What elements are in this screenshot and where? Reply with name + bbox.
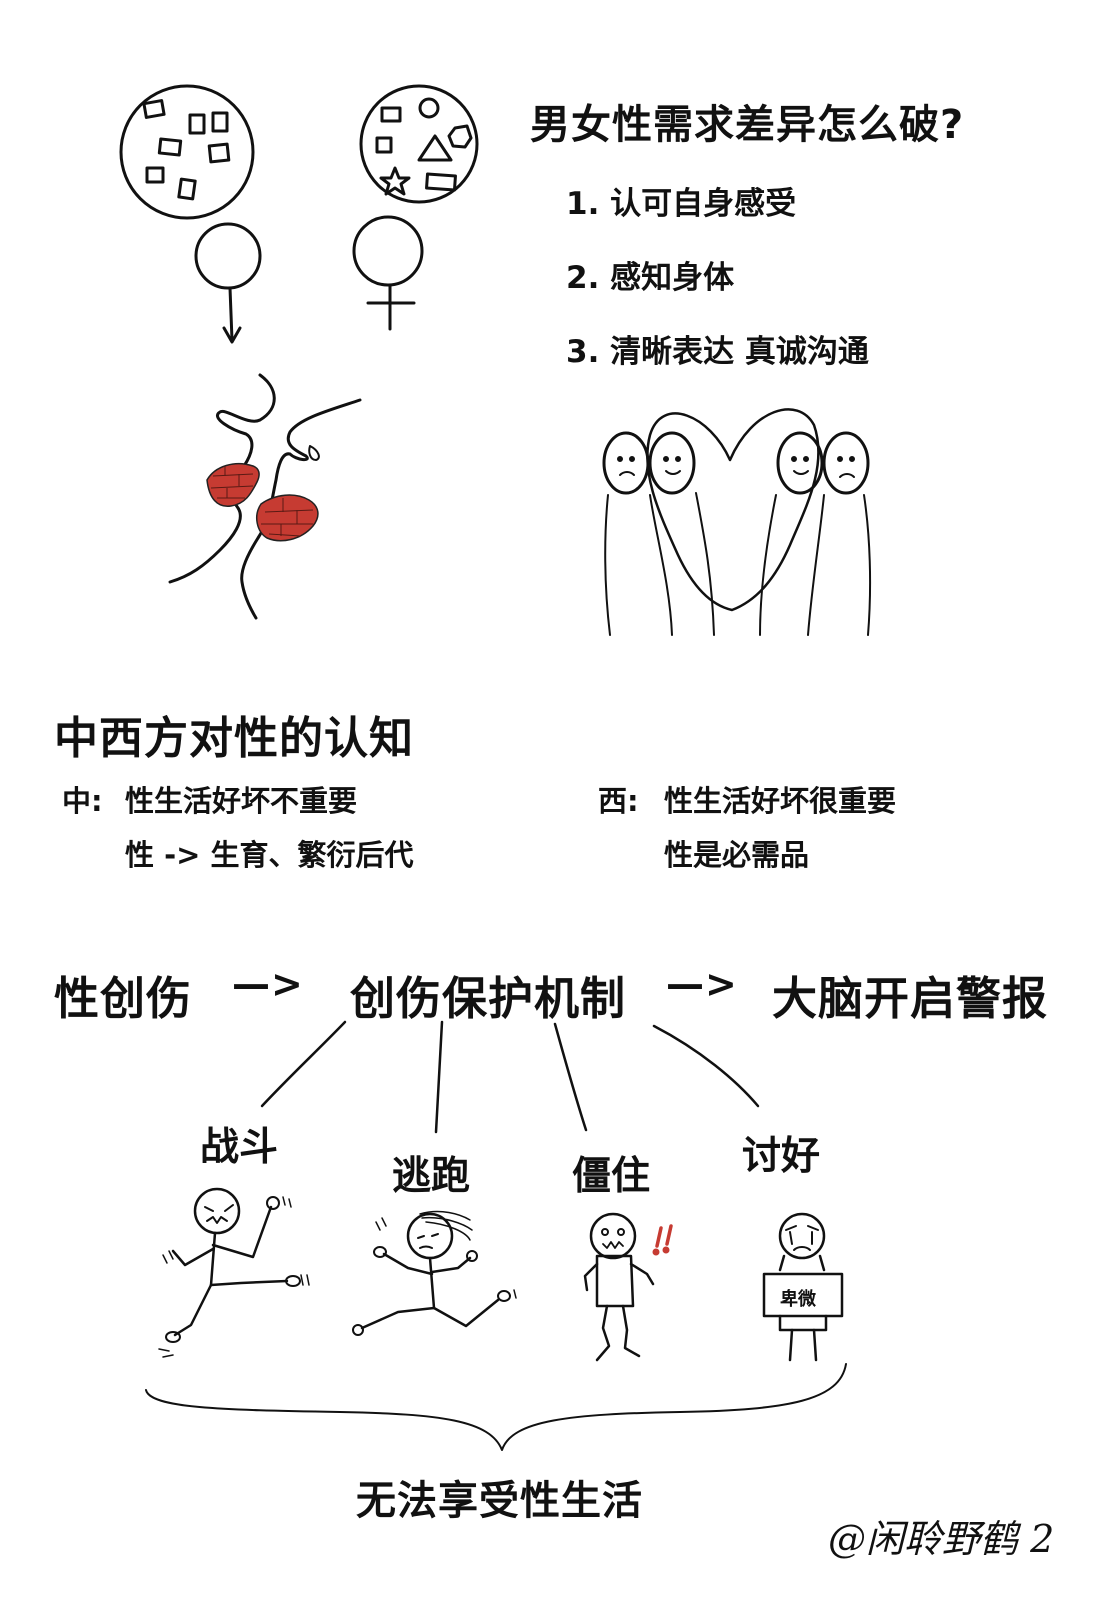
response-fawn: 讨好 (742, 1134, 821, 1179)
response-fight: 战斗 (200, 1125, 279, 1170)
curly-brace (145, 1363, 847, 1451)
section1-title: 男女性需求差异怎么破? (530, 102, 965, 148)
brain-alarm: 大脑开启警报 (772, 972, 1049, 1025)
step-1: 1. 认可自身感受 (566, 186, 797, 222)
heart-figures-icon (602, 408, 872, 636)
humility-sign-text: 卑微 (780, 1289, 816, 1310)
step-2: 2. 感知身体 (566, 260, 735, 296)
west-line-2: 性是必需品 (664, 838, 810, 872)
flow-arrow-2: —> (666, 962, 738, 1006)
female-thought-bubble-icon (359, 84, 479, 204)
trauma-cause: 性创伤 (54, 972, 193, 1025)
west-prefix: 西: (598, 784, 639, 818)
flow-arrow-1: —> (232, 962, 304, 1006)
china-line-1: 性生活好坏不重要 (125, 784, 358, 818)
male-symbol-icon (194, 222, 262, 344)
conclusion: 无法享受性生活 (356, 1478, 643, 1524)
frozen-figure-icon (583, 1212, 673, 1362)
west-line-1: 性生活好坏很重要 (664, 784, 897, 818)
female-symbol-icon (352, 215, 424, 331)
signature: @闲聆野鹤 2 (828, 1517, 1055, 1561)
china-line-2: 性 -> 生育、繁衍后代 (125, 838, 414, 872)
kissing-faces-icon (168, 373, 362, 620)
lips-icon (206, 462, 319, 542)
china-prefix: 中: (62, 784, 103, 818)
pleasing-figure-icon (762, 1212, 844, 1362)
response-freeze: 僵住 (572, 1154, 651, 1199)
response-flight: 逃跑 (392, 1154, 471, 1199)
section2-title: 中西方对性的认知 (54, 713, 414, 764)
fighting-figure-icon (158, 1187, 310, 1358)
male-thought-bubble-icon (119, 84, 255, 220)
fleeing-figure-icon (352, 1210, 517, 1336)
step-3: 3. 清晰表达 真诚沟通 (566, 334, 869, 370)
trauma-mechanism: 创伤保护机制 (350, 972, 627, 1025)
